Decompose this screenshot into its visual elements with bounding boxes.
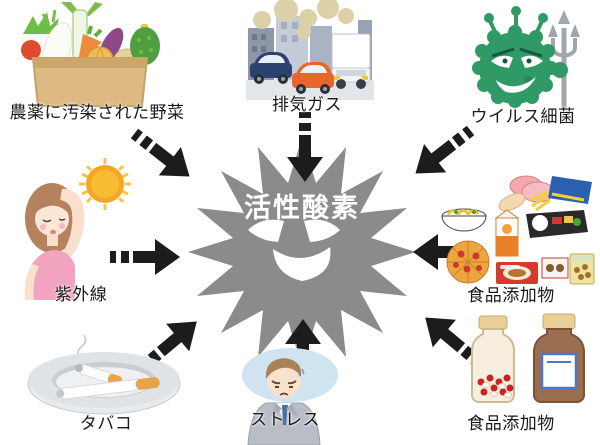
pill-bottles-icon [471,313,585,403]
center-label: 活性酸素 [244,193,360,223]
evil-face-icon [248,219,340,281]
arrow-uv-to-center [110,239,180,275]
reactive-oxygen-burst [188,138,416,366]
smoke-puffs [253,0,354,39]
stressed-man-icon [242,348,338,445]
ashtray-cigarettes-icon [27,334,181,415]
brown-pill-bottle [533,313,585,403]
label-stress: ストレス [250,410,320,429]
sun-icon [79,158,131,210]
label-uv: 紫外線 [54,285,108,304]
processed-foods-icon [441,175,595,285]
label-virus: ウイルス細菌 [470,107,576,126]
arrow-vegetables-to-center [130,128,190,177]
trident-icon [548,10,580,110]
virus-germ-icon [472,6,580,110]
label-exhaust: 排気ガス [272,95,342,114]
woman-sun-icon [24,158,131,300]
label-tobacco: タバコ [79,414,133,433]
arrow-exhaust-to-center [287,112,323,182]
vegetable-box-icon [21,2,160,107]
burst-star-shape [188,138,416,366]
label-vegetables: 農薬に汚染された野菜 [9,103,185,122]
clear-pill-bottle [471,315,515,403]
label-food-additives: 食品添加物 [467,286,555,305]
exhaust-traffic-icon [246,0,374,100]
label-supplements: 食品添加物 [467,414,555,433]
long-cigarette [56,377,160,400]
arrow-virus-to-center [415,125,475,174]
